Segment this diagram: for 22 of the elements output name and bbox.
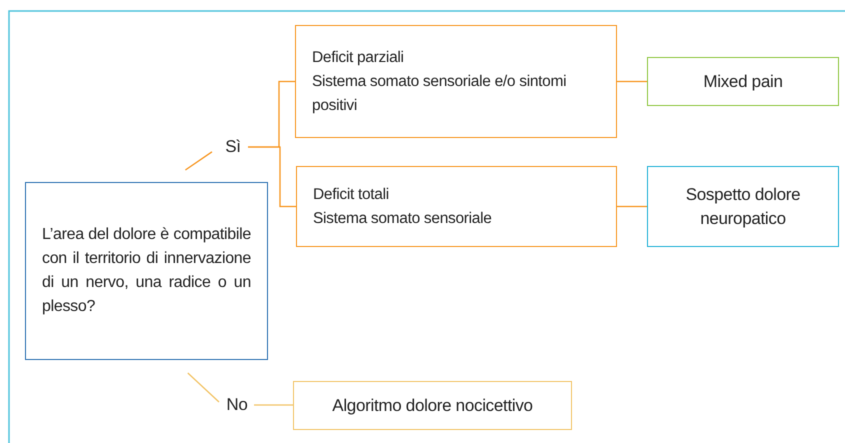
connector-line — [254, 404, 293, 406]
box-text: Sistema somato sensoriale e/o sintomi positivi — [312, 72, 568, 116]
process-box — [296, 166, 617, 247]
connector-line — [185, 151, 212, 171]
outcome-box — [647, 57, 839, 106]
box-heading: Deficit totali — [313, 184, 390, 204]
box-text: L’area del dolore è compatibile con il territorio di innervazione di un nervo, una radice o un plesso? — [42, 225, 251, 317]
box-text: Algoritmo dolore nocicettivo — [331, 394, 534, 416]
connector-line — [617, 206, 647, 208]
box-text: Mixed pain — [702, 70, 784, 92]
branch-label: Sì — [220, 135, 246, 159]
connector-line — [187, 372, 220, 402]
box-text: Sistema somato sensoriale — [313, 208, 493, 228]
box-text: Sospetto dolore neuropatico — [684, 184, 802, 230]
outcome-box — [293, 381, 572, 430]
connector-line — [248, 146, 296, 208]
connector-line — [617, 80, 647, 82]
branch-label: No — [222, 393, 252, 417]
process-box — [295, 25, 617, 138]
question-box — [25, 182, 268, 360]
outcome-box — [647, 166, 839, 247]
box-heading: Deficit parziali — [312, 48, 405, 68]
